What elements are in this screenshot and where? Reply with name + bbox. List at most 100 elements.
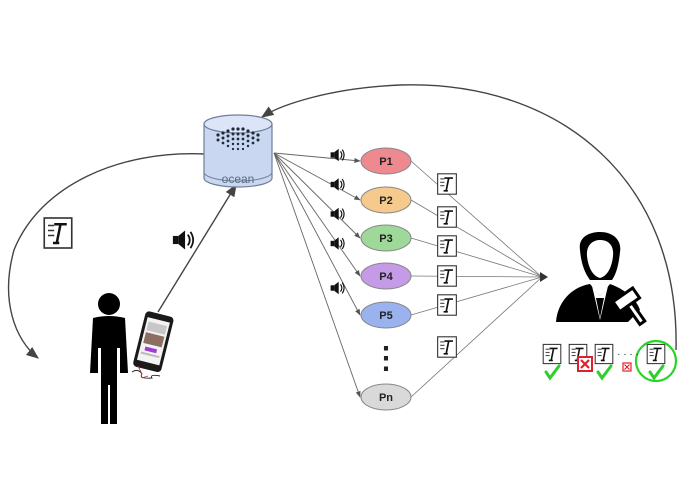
logo-dot: [216, 133, 220, 137]
check-mark: [596, 364, 613, 381]
converge-line: [410, 160, 543, 278]
logo-dot: [221, 131, 225, 135]
logo-dot: [221, 141, 225, 145]
participant-p3: P3: [360, 224, 412, 252]
logo-dot: [256, 133, 260, 137]
logo-dot: [231, 142, 235, 146]
participant-label: Pn: [379, 392, 393, 404]
judge-gavel-icon: [556, 232, 647, 327]
logo-dot: [241, 142, 245, 146]
speaker-icon: [330, 281, 345, 295]
logo-dot: [236, 132, 240, 136]
logo-dot: [251, 131, 255, 135]
transcript-icon: [646, 343, 666, 365]
logo-dot: [216, 138, 220, 142]
fan-line: [273, 152, 361, 201]
fan-line: [273, 152, 361, 277]
logo-dot: [241, 137, 245, 141]
converge-line: [410, 199, 543, 278]
logo-dot: [226, 139, 230, 143]
transcript-icon: [436, 205, 458, 229]
participant-label: P1: [379, 156, 392, 168]
logo-dot: [221, 136, 225, 140]
transcript-icon: [43, 216, 73, 250]
converge-line: [410, 276, 543, 398]
logo-dot: [236, 137, 240, 141]
logo-dot: [251, 136, 255, 140]
fan-line: [273, 152, 361, 316]
speaker-icon: [330, 207, 345, 221]
logo-dot: [226, 144, 230, 148]
participant-label: P4: [379, 271, 393, 283]
participant-node: [360, 383, 412, 411]
converge-lines: [410, 160, 543, 398]
logo-dot: [226, 129, 230, 133]
person-with-phone-icon: [90, 293, 174, 424]
participant-node: [360, 224, 412, 252]
database-cylinder: ocean: [203, 114, 273, 188]
participant-node: [360, 147, 412, 175]
upload-arrow: [157, 183, 237, 313]
logo-dot: [246, 139, 250, 143]
logo-dot: [236, 142, 240, 146]
transcript-icon: [436, 335, 458, 359]
logo-dot: [246, 144, 250, 148]
logo-dot: [241, 127, 245, 131]
participant-p2: P2: [360, 186, 412, 214]
logo-dot: [231, 132, 235, 136]
logo-dot: [231, 147, 235, 151]
logo-dot: [246, 134, 250, 138]
transcript-icon: [436, 293, 458, 317]
logo-dot: [231, 137, 235, 141]
fan-line: [273, 152, 361, 239]
fan-line: [273, 152, 361, 163]
feedback-arc: [260, 84, 677, 351]
logo-dot: [256, 138, 260, 142]
participants-ellipsis: ⋮: [371, 342, 401, 375]
converge-point: [540, 272, 548, 282]
speaker-icon: [330, 236, 345, 251]
evaluation-results: [542, 339, 678, 383]
converge-line: [410, 275, 543, 278]
check-mark: [648, 364, 665, 381]
participant-label: P3: [379, 233, 392, 245]
participant-label: P2: [379, 195, 392, 207]
fan-out-lines: [273, 152, 361, 398]
selected-highlight-circle: [634, 339, 678, 383]
transcript-icon: [436, 172, 458, 196]
participant-node: [360, 186, 412, 214]
logo-dot: [241, 132, 245, 136]
logo-dot: [236, 147, 240, 151]
transcript-icons: [436, 172, 458, 359]
logo-dot: [241, 147, 245, 151]
transcript-icon: [436, 234, 458, 258]
logo-dot: [246, 129, 250, 133]
return-arc: [7, 153, 206, 359]
ocean-logo-dots: [216, 127, 260, 151]
logo-dot: [236, 127, 240, 131]
speaker-icon: [172, 229, 195, 251]
converge-line: [410, 276, 543, 316]
results-ellipsis: · · · ·: [617, 349, 639, 360]
converge-line: [410, 237, 543, 278]
transcript-icon: [436, 264, 458, 288]
logo-dot: [231, 127, 235, 131]
speaker-icon: [330, 177, 345, 192]
participant-node: [360, 262, 412, 290]
participant-pn: Pn: [360, 383, 412, 411]
participant-p5: P5: [360, 301, 412, 329]
participant-label: P5: [379, 310, 392, 322]
logo-dot: [251, 141, 255, 145]
fan-line: [273, 152, 361, 398]
cross-mark: [624, 364, 630, 370]
participant-p4: P4: [360, 262, 412, 290]
participant-node: [360, 301, 412, 329]
transcript-icon: [594, 343, 614, 365]
logo-dot: [226, 134, 230, 138]
check-mark: [544, 364, 561, 381]
database-label: ocean: [222, 172, 255, 186]
cross-mark: [580, 359, 590, 369]
transcript-icon: [542, 343, 562, 365]
